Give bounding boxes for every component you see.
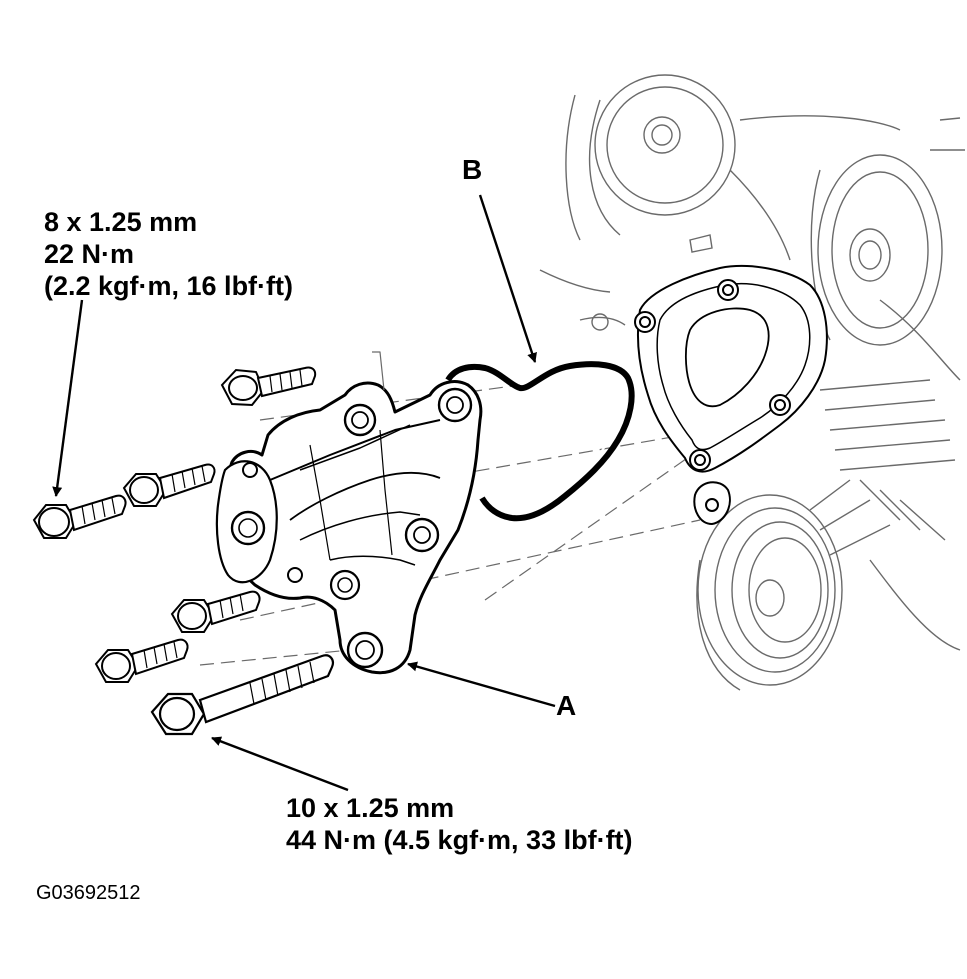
spec-small-bolts: 8 x 1.25 mm 22 N·m (2.2 kgf·m, 16 lbf·ft… [44, 206, 293, 302]
spec-long-bolt-torque: 44 N·m (4.5 kgf·m, 33 lbf·ft) [286, 825, 633, 855]
bolt-mid-left [32, 494, 127, 539]
spec-small-bolts-size: 8 x 1.25 mm [44, 207, 198, 237]
leader-line-long-bolt [211, 736, 349, 792]
leader-lines [52, 194, 556, 792]
bolt-long [150, 654, 334, 736]
right-pulley [810, 154, 943, 346]
spec-long-bolt: 10 x 1.25 mm 44 N·m (4.5 kgf·m, 33 lbf·f… [286, 792, 633, 856]
engine-fins [819, 117, 965, 651]
callout-a: A [556, 690, 577, 721]
spec-small-bolts-torque-alt: (2.2 kgf·m, 16 lbf·ft) [44, 271, 294, 301]
figure-id: G03692512 [36, 882, 141, 904]
spec-small-bolts-torque: 22 N·m [44, 239, 135, 269]
gasket-b [445, 361, 635, 522]
bolt-lower-2 [94, 638, 189, 683]
bolt-mid-right [122, 463, 216, 507]
upper-pulley [588, 74, 791, 261]
bolt-upper-left [220, 366, 317, 407]
engine-mounting-face [634, 265, 828, 526]
callout-b: B [462, 154, 483, 185]
spec-long-bolt-size: 10 x 1.25 mm [286, 793, 455, 823]
leader-line-small-bolts [52, 299, 84, 497]
engine-block-lines [539, 94, 901, 331]
leader-line-a [407, 661, 556, 708]
bracket-a [215, 351, 483, 675]
bolt-lower-1 [170, 590, 261, 633]
lower-pulley [696, 479, 891, 691]
leader-line-b [478, 194, 537, 363]
